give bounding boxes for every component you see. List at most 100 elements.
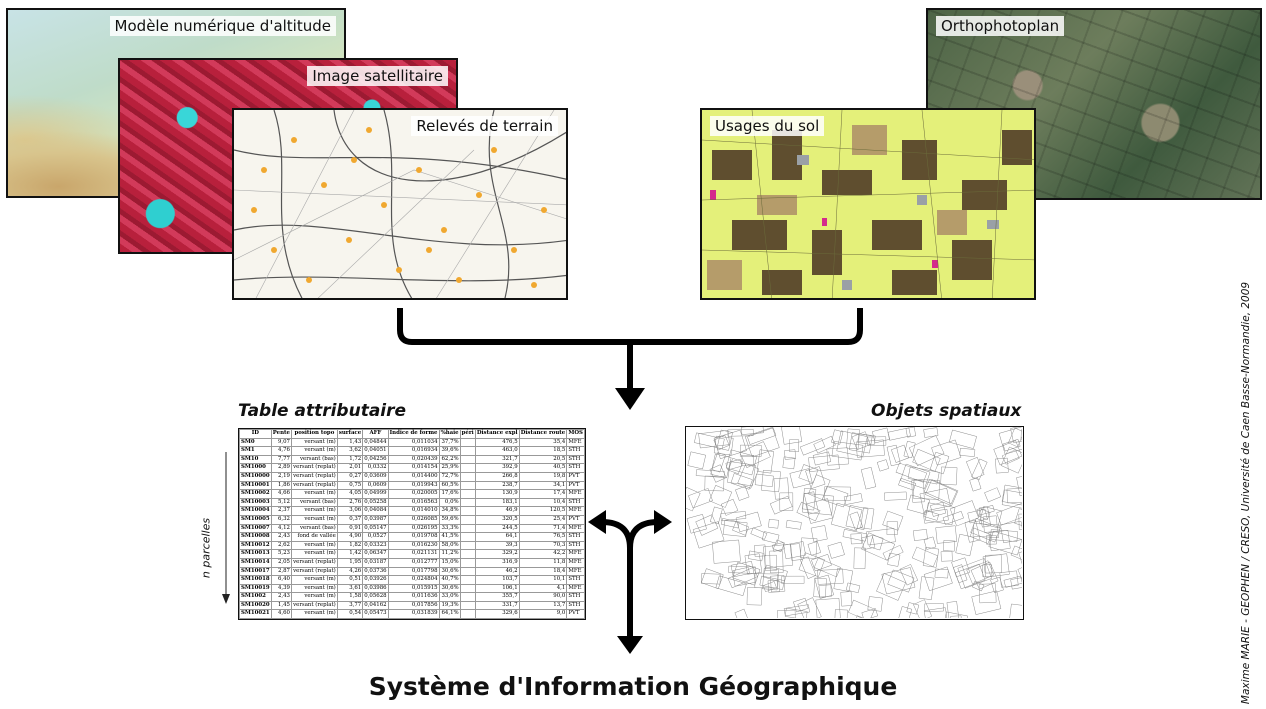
table-cell: 2,62	[270, 540, 292, 551]
table-cell: 62,2%	[438, 454, 461, 465]
table-cell: 40,7%	[438, 575, 461, 585]
spatial-objects-title: Objets spatiaux	[871, 401, 1022, 421]
table-cell: 0,03986	[362, 583, 389, 594]
table-cell: 0,011636	[387, 592, 440, 602]
table-cell: MFE	[566, 557, 585, 568]
table-cell: versant (m)	[290, 489, 338, 499]
table-cell: 60,5%	[438, 480, 461, 491]
table-cell: versant (bas)	[290, 454, 338, 465]
table-cell: 11,8	[518, 557, 568, 568]
table-cell: versant (m)	[290, 549, 338, 559]
table-cell: 39,3	[474, 540, 520, 551]
table-column-header: surface	[336, 429, 364, 439]
table-cell: versant (m)	[290, 592, 338, 602]
table-column-header: position topo	[290, 429, 338, 439]
down-arrow-head	[615, 388, 645, 410]
table-cell: 0,27	[336, 471, 364, 482]
table-cell: 59,6%	[438, 514, 461, 525]
table-cell: 2,43	[270, 592, 292, 602]
field-survey-label: Relevés de terrain	[411, 116, 558, 136]
table-cell	[459, 437, 476, 448]
table-cell: SM1	[239, 446, 272, 456]
table-cell: 4,76	[270, 446, 292, 456]
table-cell: 0,37	[336, 514, 364, 525]
table-cell	[459, 523, 476, 534]
table-cell: 0,04084	[362, 506, 389, 516]
table-cell: versant (m)	[290, 583, 338, 594]
spatial-objects-map	[685, 426, 1024, 620]
table-cell: 0,020005	[387, 489, 440, 499]
table-title: Table attributaire	[238, 401, 407, 421]
table-cell: 0,03736	[362, 566, 389, 577]
table-cell: 5,12	[270, 497, 292, 508]
table-cell: 4,90	[336, 532, 364, 542]
table-cell: 0,011034	[387, 437, 440, 448]
table-cell: 0,05628	[362, 592, 389, 602]
table-cell: SM10005	[239, 514, 272, 525]
table-cell: SM10012	[239, 540, 272, 551]
table-cell: 1,82	[336, 540, 364, 551]
table-cell: 17,6%	[438, 489, 461, 499]
field-survey-map: Relevés de terrain	[232, 108, 568, 300]
ortho-label: Orthophotoplan	[936, 16, 1065, 36]
table-cell: STH	[566, 600, 585, 611]
table-cell: 2,37	[270, 506, 292, 516]
table-cell: STH	[566, 532, 585, 542]
table-cell: 4,60	[270, 609, 292, 619]
table-cell: 18,5	[518, 446, 568, 456]
table-cell: 329,6	[474, 609, 520, 619]
split-arrow-right	[627, 519, 659, 549]
table-cell: 0,031839	[387, 609, 440, 619]
table-cell: SM10003	[239, 497, 272, 508]
table-cell: MFE	[566, 506, 585, 516]
table-cell: 1,72	[336, 454, 364, 465]
table-cell: 76,5	[518, 532, 568, 542]
table-cell: 2,05	[270, 557, 292, 568]
table-cell: versant (m)	[290, 506, 338, 516]
table-cell: 37,7%	[438, 437, 461, 448]
table-cell	[459, 592, 476, 602]
table-cell: 0,04162	[362, 600, 389, 611]
table-cell: 6,32	[270, 514, 292, 525]
table-cell: 10,4	[518, 497, 568, 508]
table-cell: 42,2	[518, 549, 568, 559]
table-cell: 0,03187	[362, 557, 389, 568]
table-cell: 18,4	[518, 566, 568, 577]
table-cell: 2,89	[270, 463, 292, 473]
table-cell: 0,05258	[362, 497, 389, 508]
table-cell: STH	[566, 454, 585, 465]
table-cell	[459, 514, 476, 525]
table-cell: 19,8	[518, 471, 568, 482]
table-cell: 30,6%	[438, 583, 461, 594]
table-cell	[459, 566, 476, 577]
table-cell: 33,3%	[438, 523, 461, 534]
table-column-header: Distance expl	[474, 429, 520, 439]
table-cell	[459, 583, 476, 594]
table-cell	[459, 446, 476, 456]
table-column-header: Distance route	[518, 429, 568, 439]
table-cell: 6,40	[270, 575, 292, 585]
main-title: Système d'Information Géographique	[368, 672, 898, 701]
table-cell: fond de vallée	[290, 532, 338, 542]
table-cell	[459, 454, 476, 465]
table-cell: 0,015915	[387, 583, 440, 594]
table-cell: 2,43	[270, 532, 292, 542]
table-cell: SM10013	[239, 549, 272, 559]
parcel-outlines	[686, 427, 1023, 619]
table-column-header: ID	[239, 429, 272, 439]
table-cell: 4,39	[270, 583, 292, 594]
table-cell: 0,0332	[362, 463, 389, 473]
table-cell: 463,0	[474, 446, 520, 456]
table-cell: 9,0	[518, 609, 568, 619]
table-cell: 1,45	[270, 600, 292, 611]
table-cell: 0,75	[336, 480, 364, 491]
bottom-arrow-head	[617, 636, 643, 654]
